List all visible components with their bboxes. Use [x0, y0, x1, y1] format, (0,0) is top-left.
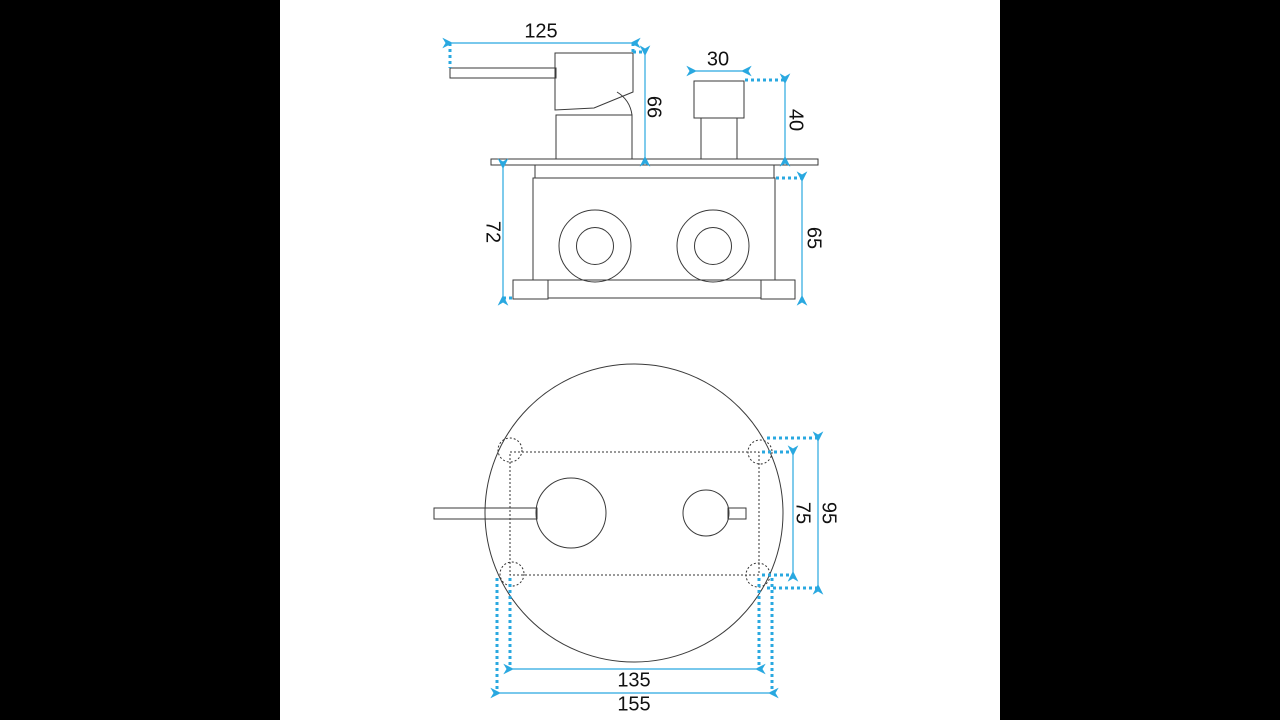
cover-plate — [490, 158, 819, 166]
left-port-outer — [558, 209, 632, 283]
valve-box — [532, 177, 776, 281]
diverter-tab — [727, 507, 747, 520]
dim-75-extension — [762, 450, 793, 577]
front-handle — [535, 477, 607, 549]
dim-155-label: 155 — [617, 693, 650, 715]
dim-95-extension — [767, 436, 818, 590]
dim-155-extension — [495, 578, 774, 693]
mount-hole-tl — [497, 437, 523, 463]
handle-cylinder — [555, 114, 633, 160]
mount-hole-tr — [747, 439, 773, 465]
box-band — [534, 164, 775, 179]
front-dimensions: 75 95 135 155 — [490, 431, 840, 715]
dim-135-extension — [508, 578, 761, 669]
dim-72-label: 72 — [482, 221, 504, 243]
front-lever — [433, 507, 538, 520]
dim-40-label: 40 — [785, 109, 807, 131]
side-dimensions: 125 66 30 40 72 65 — [442, 20, 825, 306]
dim-125-label: 125 — [524, 20, 557, 42]
diverter-stem — [700, 117, 738, 160]
side-view — [449, 52, 819, 300]
dim-95-label: 95 — [818, 502, 840, 524]
dim-66-label: 66 — [643, 96, 665, 118]
dim-135-label: 135 — [617, 669, 650, 691]
left-foot — [512, 279, 549, 300]
dim-65-label: 65 — [803, 227, 825, 249]
diverter-knob — [693, 80, 745, 119]
dim-75-label: 75 — [792, 502, 814, 524]
right-foot — [760, 279, 796, 300]
handle-body — [554, 52, 634, 111]
cover-plate-circle — [484, 363, 784, 663]
mount-hole-bl — [499, 561, 525, 587]
right-port-inner — [694, 227, 732, 265]
left-port-inner — [576, 227, 614, 265]
dim-30-label: 30 — [707, 48, 729, 70]
front-diverter — [682, 489, 730, 537]
lever-arm — [449, 67, 557, 79]
dim-125-extension — [448, 43, 635, 68]
right-port-outer — [676, 209, 750, 283]
handle-arc — [616, 91, 633, 116]
hidden-box-outline — [509, 451, 760, 576]
front-view — [433, 363, 784, 663]
